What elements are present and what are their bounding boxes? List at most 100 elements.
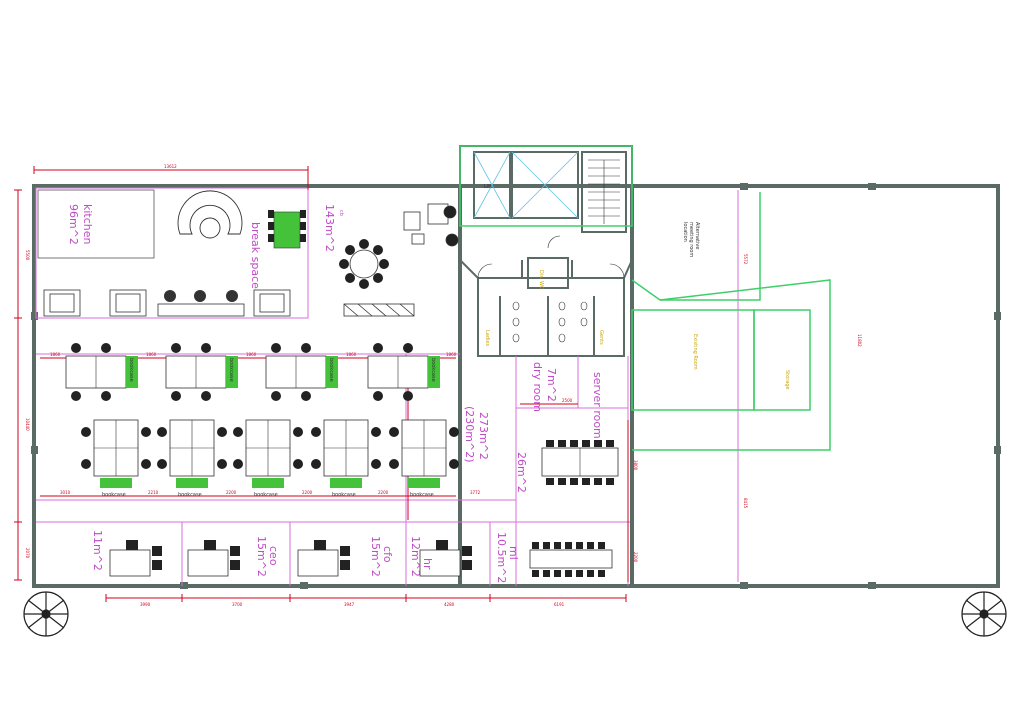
plant-planter <box>326 356 338 388</box>
meeting-table <box>541 447 619 477</box>
office-cfo-area: 15m^2 <box>369 536 382 577</box>
chair <box>462 546 472 556</box>
server-room-name: server room <box>591 372 604 439</box>
dim-bottom-2: 3700 <box>232 602 243 607</box>
chair <box>462 560 472 570</box>
dim-left-lower: 2070 <box>25 548 30 559</box>
office-desk-set <box>297 540 350 577</box>
chair <box>101 391 111 401</box>
dim-mid-vertical-a: 5572 <box>743 254 748 265</box>
chair <box>293 427 303 437</box>
chair <box>204 540 216 550</box>
dim-meeting-height: 3800 <box>633 460 638 471</box>
lounge-chairs <box>164 290 238 302</box>
private-offices <box>109 540 472 577</box>
chair <box>554 570 561 577</box>
chair <box>71 391 81 401</box>
staircase <box>588 159 620 224</box>
chair <box>594 440 602 447</box>
chair <box>311 459 321 469</box>
dim-server-width: 2500 <box>562 398 573 403</box>
chair <box>230 560 240 570</box>
dim-desk-top-5: 1860 <box>446 352 457 357</box>
dim-desk-top-2: 1860 <box>146 352 157 357</box>
zone-outlines <box>35 187 739 586</box>
chair <box>340 546 350 556</box>
chair <box>233 459 243 469</box>
dim-offices-height: 2200 <box>633 552 638 563</box>
round-booth <box>177 190 243 239</box>
building-core: Lift Ladies Gents Dis. WC <box>459 151 633 357</box>
chair <box>570 478 578 485</box>
chair <box>582 440 590 447</box>
boardroom-table <box>529 549 613 569</box>
chair <box>403 391 413 401</box>
dim-bottom-5: 6191 <box>554 602 565 607</box>
office-desk-set <box>419 540 472 577</box>
chair <box>389 459 399 469</box>
dim-bottom-1: 3990 <box>140 602 151 607</box>
chair <box>546 440 554 447</box>
chair <box>141 459 151 469</box>
break-space-area: 143m^2 <box>323 204 336 252</box>
ladies-label: Ladies <box>484 330 490 346</box>
dim-left-mid: 10440 <box>25 418 30 431</box>
chair <box>126 540 138 550</box>
desk-surface <box>297 549 339 577</box>
chair <box>570 440 578 447</box>
chair <box>311 427 321 437</box>
chair <box>271 391 281 401</box>
chair <box>340 560 350 570</box>
chair <box>157 459 167 469</box>
dimension-labels: 13612 5500 10440 2070 3990 3700 3947 428… <box>25 164 862 607</box>
alt-meeting-line3: location <box>682 222 688 242</box>
office-a-area: 11m^2 <box>91 530 104 571</box>
chair <box>565 542 572 549</box>
chair <box>101 343 111 353</box>
wc-cubicles <box>512 301 588 343</box>
chair <box>543 570 550 577</box>
chair <box>598 570 605 577</box>
dim-open-plan-width: 3010 <box>60 490 71 495</box>
kitchen-area-text: 96m^2 <box>67 204 80 245</box>
dim-left-upper: 5500 <box>25 250 30 261</box>
chair <box>543 542 550 549</box>
chair <box>558 440 566 447</box>
chair <box>171 343 181 353</box>
chair <box>141 427 151 437</box>
dim-lower-left: 3772 <box>470 490 481 495</box>
chair <box>217 459 227 469</box>
chair <box>271 343 281 353</box>
chair <box>71 343 81 353</box>
chair <box>449 459 459 469</box>
spiral-stair-left <box>23 591 69 637</box>
chair <box>554 542 561 549</box>
chair <box>152 546 162 556</box>
chair <box>157 427 167 437</box>
dim-desk-top-4: 1860 <box>346 352 357 357</box>
desk-surface <box>109 549 151 577</box>
new-partitions <box>459 145 831 451</box>
chair <box>217 427 227 437</box>
office-hr-name: hr <box>421 558 434 570</box>
dim-bottom-3: 3947 <box>344 602 355 607</box>
storage-label: Storage <box>784 370 790 390</box>
dim-desk-bottom-2: 2200 <box>226 490 237 495</box>
dry-room-area: 7m^2 <box>545 368 558 402</box>
chair <box>598 542 605 549</box>
meeting-chairs <box>546 440 614 485</box>
chair <box>201 391 211 401</box>
break-space-name: break space <box>249 222 262 289</box>
cb-label: cb <box>338 210 344 216</box>
chair <box>373 391 383 401</box>
office-desk-set <box>187 540 240 577</box>
bookcase-label: bookcase <box>410 492 434 498</box>
office-hr-area: 12m^2 <box>409 536 422 577</box>
dim-desk-bottom-3: 2200 <box>302 490 313 495</box>
bookcase-label: bookcase <box>128 358 134 382</box>
meeting-area: 26m^2 <box>515 452 528 493</box>
desk-cluster-lower: bookcase <box>157 419 227 498</box>
desk-surface <box>187 549 229 577</box>
chair <box>403 343 413 353</box>
